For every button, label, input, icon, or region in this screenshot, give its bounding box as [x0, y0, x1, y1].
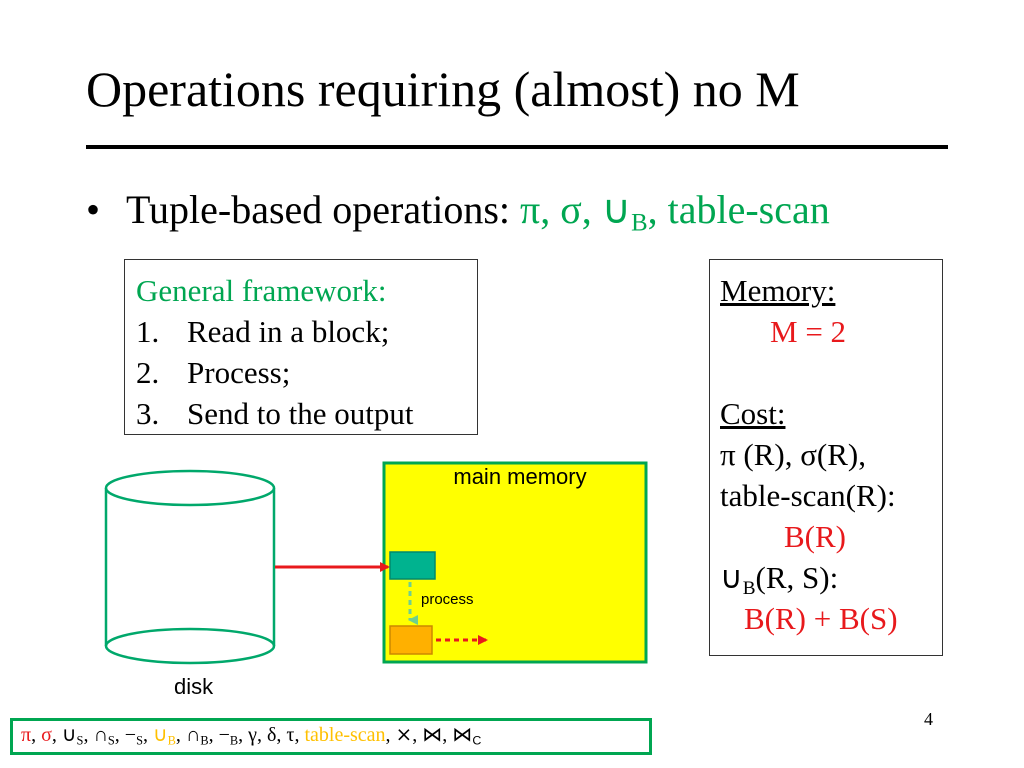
operator-token: ∪ [61, 724, 77, 746]
title-rule [86, 145, 948, 149]
union-symbol: ∪ [720, 560, 743, 595]
general-framework-box: General framework: 1. Read in a block; 2.… [124, 259, 478, 435]
operator-token: , γ, δ, τ, [238, 724, 305, 746]
step-text: Read in a block; [187, 314, 390, 349]
framework-heading: General framework: [136, 273, 387, 308]
disk-label: disk [174, 674, 214, 699]
operator-token: S [136, 733, 143, 748]
cost-value-1: B(R) [784, 519, 846, 554]
process-label: process [421, 591, 474, 608]
operator-token: B [229, 733, 239, 748]
operators-bar: π, σ, ∪S, ∩S, −S, ∪B, ∩B, −B, γ, δ, τ, t… [10, 718, 652, 755]
bullet-ops-suffix: , table-scan [647, 187, 830, 232]
operator-token: , ∩ [175, 724, 201, 746]
operator-token: ∪ [152, 724, 168, 746]
framework-step: 2. Process; [136, 352, 477, 393]
operator-token: S [107, 733, 115, 748]
bullet-marker: • [86, 187, 101, 232]
step-number: 1. [136, 314, 160, 349]
memory-heading: Memory: [720, 273, 836, 308]
operator-token: table-scan [304, 724, 386, 746]
bullet-union-symbol: ∪ [601, 188, 632, 232]
bullet-tuple-based: • Tuple-based operations: π, σ, ∪B, table… [86, 187, 830, 236]
disk-cylinder [104, 469, 276, 665]
input-block [389, 551, 436, 580]
step-text: Process; [187, 355, 291, 390]
operator-token: , [142, 724, 153, 746]
output-block [389, 625, 433, 655]
slide-title: Operations requiring (almost) no M [86, 61, 800, 117]
bullet-ops-prefix: π, σ, [520, 187, 602, 232]
page-number: 4 [924, 709, 933, 729]
operator-token: , − [208, 724, 230, 746]
operator-token: , − [114, 724, 137, 746]
operator-token: , [31, 724, 42, 746]
memory-cost-box: Memory: M = 2 Cost: π (R), σ(R), table-s… [709, 259, 943, 656]
operator-token: B [200, 733, 209, 748]
operator-token: σ [41, 724, 52, 746]
cost-line-1: π (R), σ(R), [720, 437, 867, 472]
cost-value-2: B(R) + B(S) [744, 601, 898, 636]
main-memory-label: main memory [453, 464, 587, 489]
cost-union-line: ∪B(R, S): [720, 557, 942, 598]
operator-token: S [76, 733, 84, 748]
cost-line-2: table-scan(R): [720, 478, 896, 513]
cost-heading: Cost: [720, 396, 786, 431]
step-text: Send to the output [187, 396, 414, 431]
step-number: 2. [136, 355, 160, 390]
bullet-lead-text: Tuple-based operations: [126, 187, 521, 232]
operator-token: , ⨯, ⋈, ⋈ [385, 724, 473, 746]
union-sub: B [742, 577, 756, 599]
operator-token: C [472, 733, 482, 748]
framework-step: 1. Read in a block; [136, 311, 477, 352]
operator-token: , ∩ [83, 724, 108, 746]
operator-token: π [21, 724, 32, 746]
union-args: (R, S): [755, 560, 839, 595]
bullet-union-sub: B [631, 209, 648, 237]
operator-token: , [51, 724, 62, 746]
step-number: 3. [136, 396, 160, 431]
operator-token: B [167, 733, 176, 748]
framework-step: 3. Send to the output [136, 393, 477, 434]
memory-value: M = 2 [770, 314, 847, 349]
